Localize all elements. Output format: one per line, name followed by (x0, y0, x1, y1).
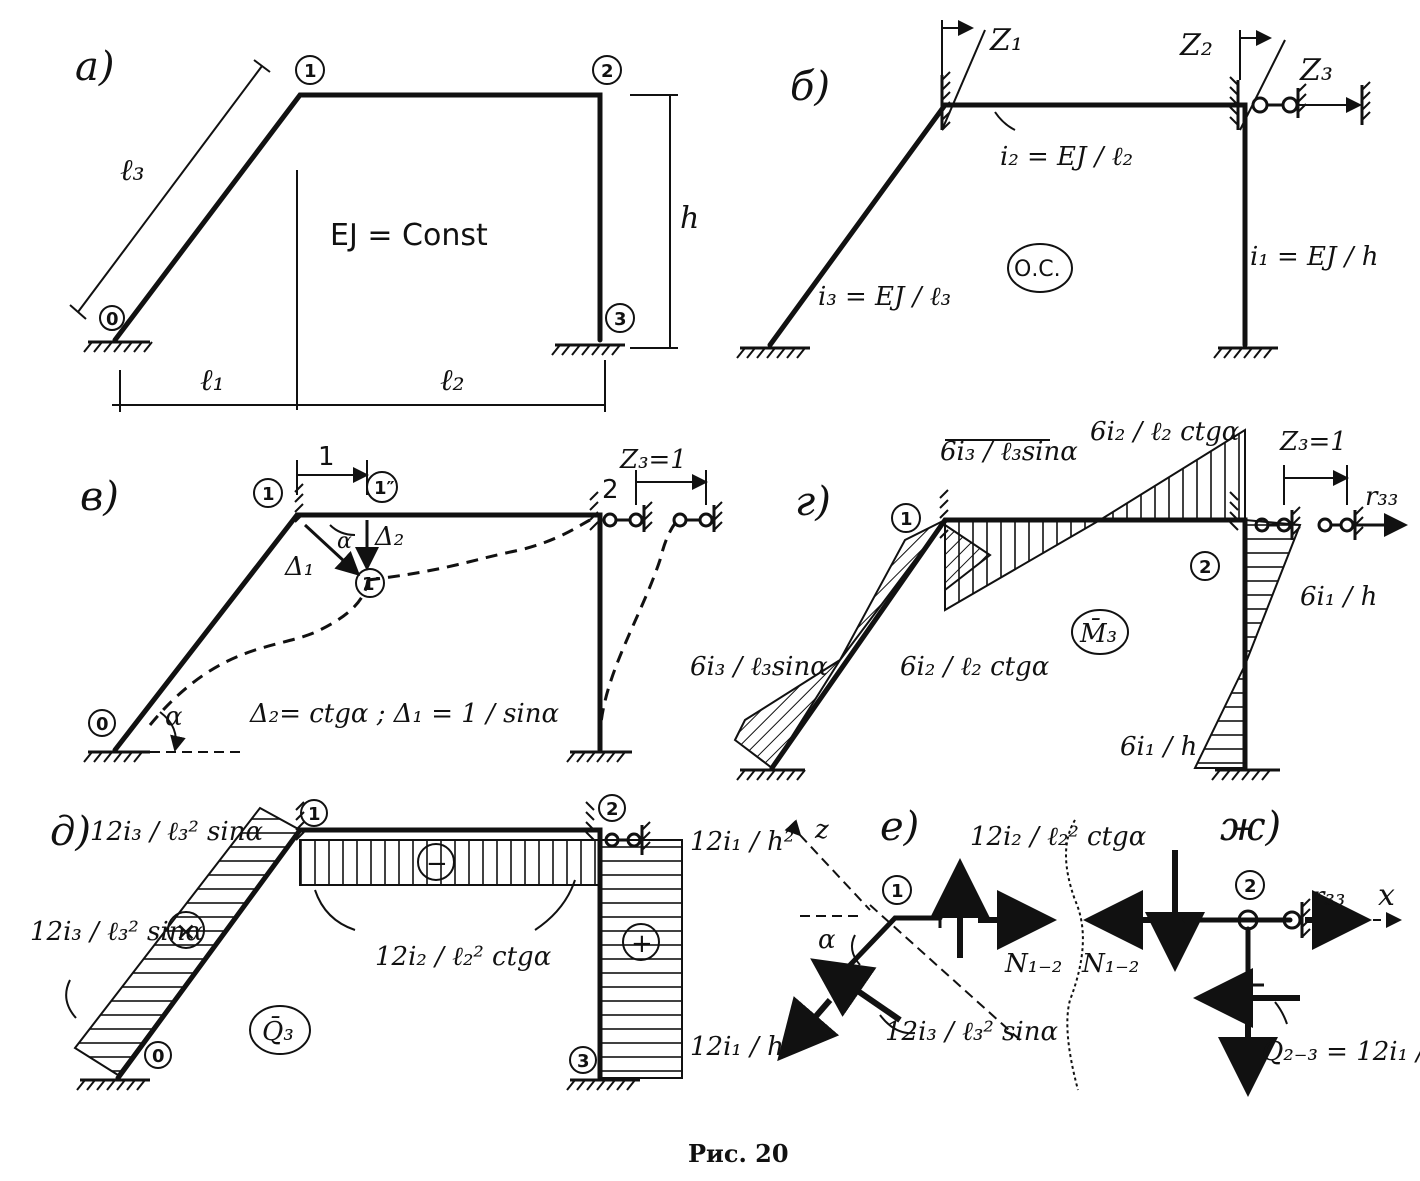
stiffness-label: EJ = Const (330, 218, 488, 253)
figure-caption: Рис. 20 (688, 1139, 789, 1168)
panel-d-label: г) (795, 479, 831, 525)
q-left: 12i₃ / ℓ₃² sinα (30, 917, 203, 947)
system-label: О.С. (1014, 257, 1061, 282)
c-formula: Δ₂= ctgα ; Δ₁ = 1 / sinα (249, 699, 559, 729)
support-d-left (736, 768, 806, 781)
frame-b (767, 102, 1248, 348)
z3-label: Z₃ (1299, 53, 1333, 88)
z1-label: Z₁ (989, 23, 1023, 58)
panel-g-label: ж) (1220, 804, 1281, 850)
sign-plus: + (631, 929, 653, 959)
z2-label: Z₂ (1179, 28, 1213, 63)
g-node2: 2 (1244, 876, 1257, 897)
q-col-bot: 12i₁ / h² (690, 1032, 794, 1062)
f-q10: 12i₃ / ℓ₃² sinα (885, 1017, 1058, 1047)
support-d-right (1211, 768, 1280, 781)
sign-minus: − (426, 849, 448, 879)
support-b-left (736, 346, 810, 359)
d-node1: 1 (900, 509, 913, 530)
delta2-label: Δ₂ (374, 522, 404, 552)
m-col-bot: 6i₁ / h (1120, 732, 1197, 762)
c-node2: 2 (602, 475, 619, 505)
d-z3: Z₃=1 (1279, 427, 1347, 457)
c-node1: 1 (262, 484, 275, 505)
f-q12: 12i₂ / ℓ₂² ctgα (970, 822, 1147, 852)
panel-f: е) z α 1 12i₂ / ℓ₂² ctgα N₁₋₂ 12i₃ / ℓ₃²… (777, 804, 1147, 1091)
q3-beam-band (299, 839, 601, 886)
g-q23: Q₂₋₃ = 12i₁ / h² (1262, 1037, 1420, 1067)
support-e-right (566, 1078, 640, 1091)
c-z3-label: Z₃=1 (619, 445, 687, 475)
i3-label: i₃ = EJ / ℓ₃ (818, 282, 951, 312)
panel-c: в) 1 Z₃=1 2 (80, 442, 723, 763)
m-top-right: 6i₂ / ℓ₂ ctgα (1090, 417, 1240, 447)
i1-label: i₁ = EJ / h (1250, 242, 1379, 272)
e-node0: 0 (152, 1046, 165, 1067)
m-top-left: 6i₃ / ℓ₃sinα (940, 437, 1078, 467)
e-node2: 2 (606, 799, 619, 820)
m3-strut-top-tri (944, 523, 992, 593)
unit-label: 1 (318, 442, 335, 472)
q-col-top: 12i₁ / h² (690, 827, 794, 857)
support-b-right (1213, 346, 1278, 359)
support-e-left (76, 1078, 150, 1091)
f-n12: N₁₋₂ (1004, 949, 1062, 979)
f-node1: 1 (891, 881, 904, 902)
panel-e: д) × − + 12i₃ / ℓ₃² sinα 12i₃ / (30, 794, 794, 1091)
node-a-3: 3 (614, 309, 627, 330)
panel-d: г) r₃₃ Z₃ (690, 417, 1408, 781)
dim-h: h (680, 201, 699, 236)
panel-a: а) ℓ₃ ℓ₁ ℓ₂ h EJ = Const 1 2 3 (69, 44, 699, 412)
q3-diagram-label: Q̄₃ (262, 1015, 294, 1047)
dim-l2: ℓ₂ (440, 363, 465, 398)
c-alpha-base: α (165, 702, 183, 732)
dim-l1: ℓ₁ (200, 363, 225, 398)
frame-c (112, 512, 603, 753)
m3-col-top (1244, 518, 1302, 666)
panel-c-label: в) (80, 474, 119, 520)
panel-a-label: а) (75, 44, 114, 90)
e-node1: 1 (308, 804, 321, 825)
c-node0: 0 (96, 714, 109, 735)
c-node1p: 1′ (362, 574, 380, 595)
g-x: x (1378, 878, 1395, 913)
d-node2: 2 (1199, 557, 1212, 578)
g-r33: r₃₃ (1312, 882, 1345, 912)
panel-g: ж) N₁₋₂ 2 r₃₃ x Q₂₋₃ = 12i₁ / h² (1081, 804, 1420, 1097)
panel-f-label: е) (880, 804, 919, 850)
c-alpha-top: α (337, 529, 352, 554)
q-beam: 12i₂ / ℓ₂² ctgα (375, 942, 552, 972)
frame-e (115, 827, 603, 1081)
e-node3: 3 (577, 1051, 590, 1072)
g-n12: N₁₋₂ (1081, 949, 1139, 979)
panel-e-label: д) (50, 809, 91, 855)
node-a-0: 0 (106, 309, 119, 330)
dim-l3: ℓ₃ (120, 153, 145, 188)
m3-diagram-label: M̄₃ (1079, 617, 1117, 649)
support-c-right (566, 750, 632, 763)
frame-a (112, 92, 603, 343)
node-a-1: 1 (304, 61, 317, 82)
sign-x: × (175, 917, 197, 947)
node-a-2: 2 (601, 61, 614, 82)
c-node1pp: 1″ (374, 478, 395, 499)
support-a-3 (551, 343, 625, 356)
panel-b: б) Z₁ Z₂ Z₃ i₂ = (736, 20, 1379, 359)
m-col-top: 6i₁ / h (1300, 582, 1377, 612)
delta1-label: Δ₁ (284, 552, 314, 582)
panel-b-label: б) (790, 64, 830, 110)
m3-col-bot (1193, 664, 1246, 769)
m-mid: 6i₂ / ℓ₂ ctgα (900, 652, 1050, 682)
m-left: 6i₃ / ℓ₃sinα (690, 652, 828, 682)
support-a-0 (83, 340, 153, 353)
frame-d (769, 517, 1248, 771)
f-alpha: α (818, 925, 836, 955)
d-r33: r₃₃ (1365, 482, 1398, 512)
q-top: 12i₃ / ℓ₃² sinα (90, 817, 263, 847)
i2-label: i₂ = EJ / ℓ₂ (1000, 142, 1133, 172)
f-z: z (814, 815, 829, 845)
support-c-left (83, 750, 150, 763)
